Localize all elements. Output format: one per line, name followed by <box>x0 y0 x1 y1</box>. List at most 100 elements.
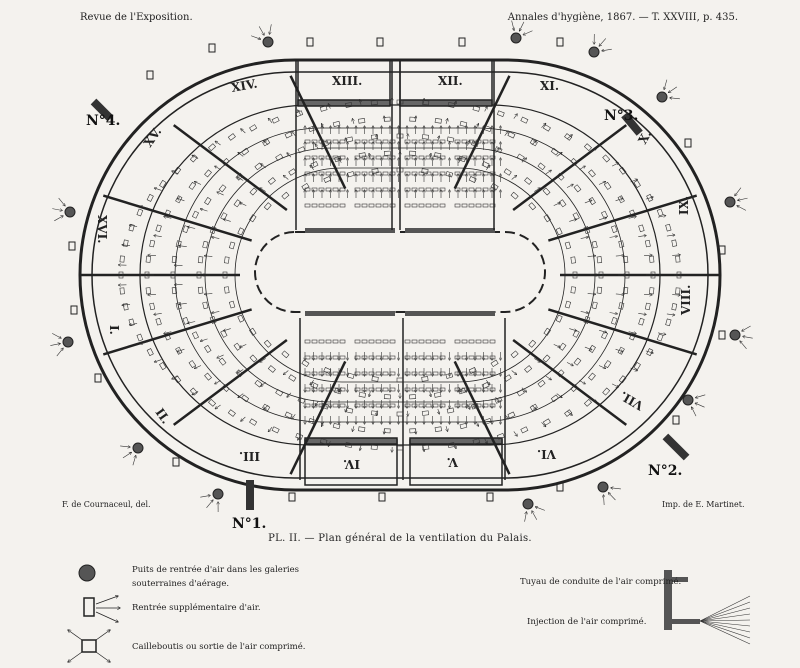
seat <box>146 193 154 202</box>
air-arrow <box>615 348 623 351</box>
seat <box>459 120 468 128</box>
seat <box>542 418 551 426</box>
air-arrow <box>240 203 247 206</box>
seat <box>404 371 411 376</box>
seat <box>446 407 455 414</box>
seat <box>396 445 404 451</box>
seat <box>358 391 367 398</box>
seat <box>433 391 442 398</box>
air-arrow <box>531 404 536 409</box>
air-arrow <box>369 391 370 397</box>
seat <box>543 327 551 336</box>
extra-intake-0 <box>68 241 76 251</box>
well-arrow <box>269 24 272 34</box>
seat <box>454 139 461 144</box>
seat <box>375 339 382 344</box>
seat <box>472 105 481 112</box>
section-label-iv: IV. <box>343 457 360 471</box>
extra-intake-2 <box>94 373 102 383</box>
seat <box>368 339 375 344</box>
seat <box>411 187 418 192</box>
seat <box>171 255 178 263</box>
seat <box>542 124 551 132</box>
air-arrow <box>644 294 652 295</box>
seat <box>528 339 537 348</box>
seat <box>516 153 525 162</box>
seat <box>233 199 242 208</box>
seat <box>345 442 353 448</box>
seat <box>439 371 446 376</box>
seat <box>304 371 311 376</box>
seat <box>382 203 389 208</box>
seat <box>311 139 318 144</box>
air-arrow <box>261 381 266 386</box>
seat <box>564 300 572 309</box>
seat <box>588 372 596 381</box>
seat <box>588 169 596 178</box>
seat <box>617 195 625 204</box>
seat <box>489 387 496 392</box>
air-arrow <box>672 295 680 296</box>
seat <box>472 438 481 445</box>
well-arrow <box>132 456 136 466</box>
air-arrow <box>164 216 172 219</box>
seat <box>375 355 382 360</box>
seat <box>482 339 489 344</box>
credit-printer: Imp. de E. Martinet. <box>662 500 745 509</box>
radial-wall-10 <box>289 75 347 190</box>
seating-rows <box>118 99 682 451</box>
station-4-pipe <box>90 98 114 122</box>
seat <box>361 203 368 208</box>
seat <box>421 168 429 174</box>
seat <box>218 357 227 366</box>
seat <box>346 171 355 178</box>
seat <box>301 359 310 368</box>
seat <box>490 359 499 368</box>
seat <box>482 371 489 376</box>
seat <box>339 403 346 408</box>
seat <box>622 255 629 263</box>
station-label-2: N°2. <box>648 463 682 479</box>
air-arrow <box>215 380 221 383</box>
well-arrow <box>52 208 62 211</box>
seat <box>570 157 579 166</box>
seat <box>173 166 182 175</box>
air-arrow <box>215 404 221 409</box>
air-arrow <box>628 216 636 219</box>
seat <box>618 302 625 310</box>
radial-wall-3 <box>453 360 511 475</box>
air-arrow <box>615 198 623 202</box>
air-arrow <box>140 206 148 209</box>
air-arrow <box>148 255 156 256</box>
injection-ray <box>699 613 751 622</box>
seat <box>459 422 468 430</box>
air-arrow <box>238 152 244 157</box>
seat <box>389 403 396 408</box>
seat <box>422 100 430 106</box>
plate-caption: PL. II. — Plan général de la ventilation… <box>268 533 532 544</box>
section-label-xii: XII. <box>438 74 463 88</box>
seat <box>411 371 418 376</box>
air-arrow <box>438 408 439 414</box>
seat <box>396 167 404 173</box>
seat <box>555 314 563 323</box>
air-arrow <box>484 438 487 444</box>
seat <box>318 187 325 192</box>
air-arrow <box>188 321 196 324</box>
seat <box>550 394 559 403</box>
seat <box>475 371 482 376</box>
seat <box>196 271 202 279</box>
seat <box>311 355 318 360</box>
seat <box>425 355 432 360</box>
header-left: Revue de l'Exposition. <box>80 12 193 23</box>
seat <box>222 271 228 279</box>
seat <box>617 346 625 355</box>
seat <box>418 155 425 160</box>
seat <box>249 354 258 363</box>
seat <box>249 214 257 223</box>
seat <box>145 255 151 263</box>
radial-wall-2 <box>512 339 628 426</box>
seat <box>323 367 332 374</box>
air-arrow <box>513 114 517 119</box>
well-arrow <box>669 86 678 93</box>
